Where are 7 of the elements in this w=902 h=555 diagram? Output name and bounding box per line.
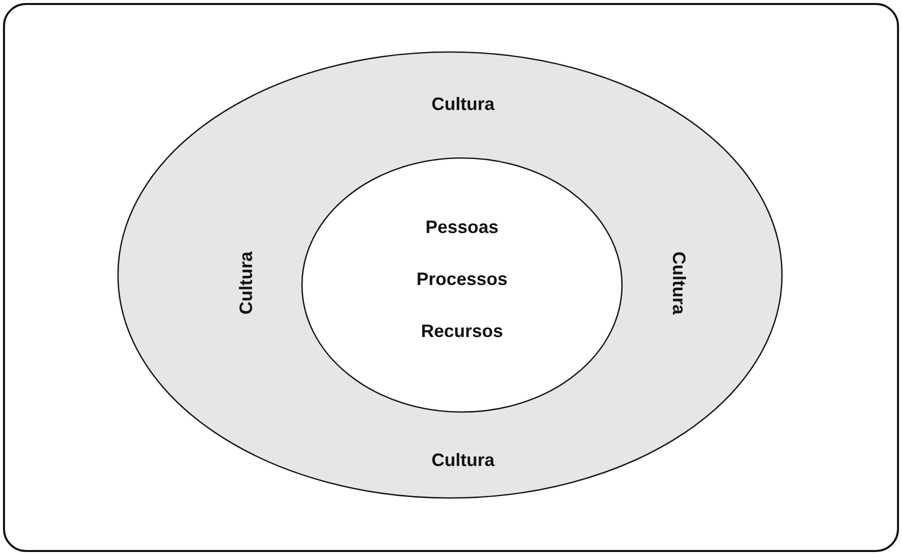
ellipse-label: Cultura: [432, 95, 494, 115]
ellipse-label: Cultura: [237, 252, 257, 314]
ellipse-label: Cultura: [668, 252, 688, 314]
ellipse-label: Pessoas: [425, 218, 499, 238]
ellipse-label: Recursos: [420, 322, 504, 342]
ellipse-label: Cultura: [432, 451, 494, 471]
ellipse-label: Processos: [416, 270, 508, 290]
